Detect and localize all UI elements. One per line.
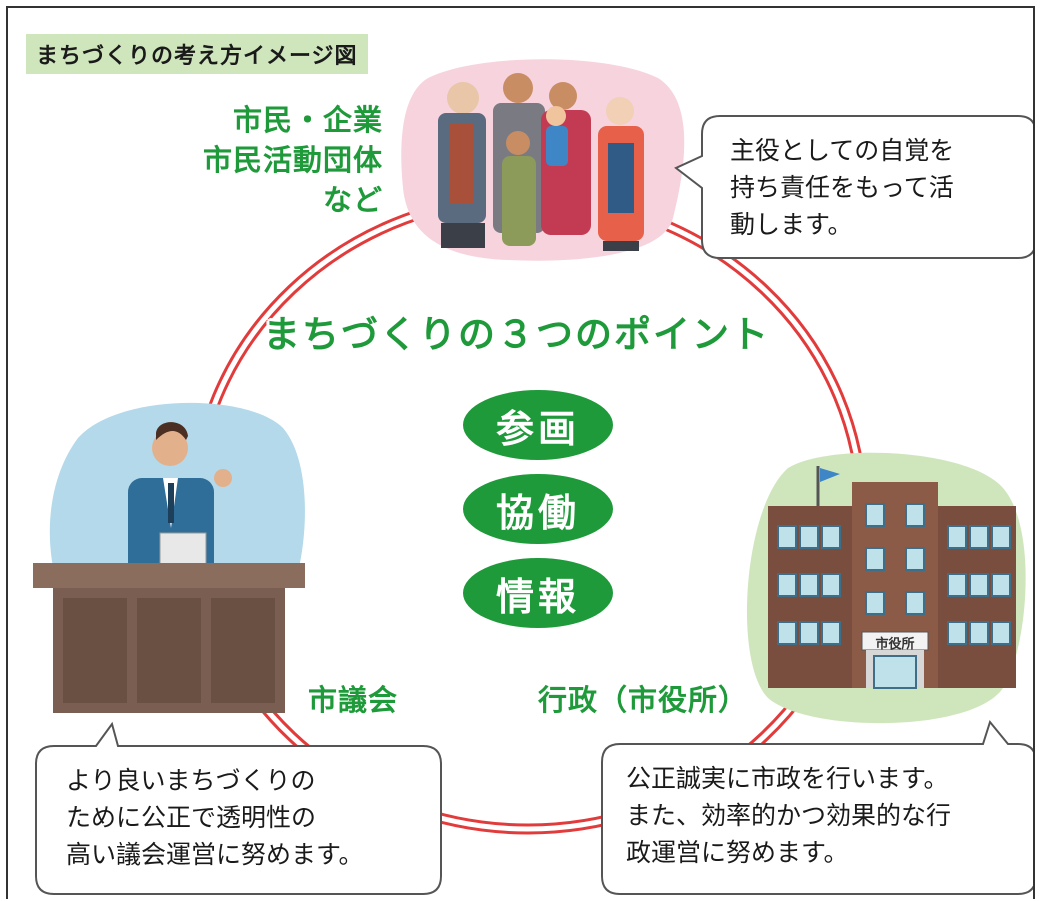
bubble-line: また、効率的かつ効果的な行 bbox=[626, 801, 952, 830]
council-label: 市議会 bbox=[308, 683, 399, 717]
point-information: 情報 bbox=[463, 558, 613, 628]
city-hall-illustration bbox=[746, 452, 1026, 724]
council-bubble-shape bbox=[35, 721, 442, 895]
council-bubble-text: より良いまちづくりの ために公正で透明性の 高い議会運営に努めます。 bbox=[66, 762, 364, 873]
city-hall-sign: 市役所 bbox=[875, 637, 915, 652]
citizens-label: 市民・企業 市民活動団体 など bbox=[128, 100, 383, 220]
citizens-bubble-shape bbox=[674, 115, 1033, 259]
bubble-line: 公正誠実に市政を行います。 bbox=[626, 764, 949, 793]
bubble-line: より良いまちづくりの bbox=[66, 766, 316, 795]
bubble-line: 政運営に努めます。 bbox=[626, 838, 849, 867]
admin-bubble-shape bbox=[601, 719, 1033, 895]
diagram-title: まちづくりの考え方イメージ図 bbox=[26, 34, 368, 74]
citizens-label-line: 市民活動団体 bbox=[202, 143, 383, 177]
diagram-frame: まちづくりの考え方イメージ図 市民・企業 市民活動団体 など 主役としての自覚を… bbox=[6, 6, 1035, 899]
bubble-line: 持ち責任をもって活 bbox=[730, 173, 954, 202]
admin-bubble-text: 公正誠実に市政を行います。 また、効率的かつ効果的な行 政運営に努めます。 bbox=[626, 760, 951, 871]
bubble-line: ために公正で透明性の bbox=[66, 803, 317, 832]
citizens-label-line: など bbox=[322, 183, 383, 217]
main-title: まちづくりの３つのポイント bbox=[263, 313, 770, 356]
diagram-canvas bbox=[33, 59, 1033, 895]
point-participation: 参画 bbox=[463, 390, 613, 460]
citizens-bubble-text: 主役としての自覚を 持ち責任をもって活 動します。 bbox=[730, 132, 954, 243]
bubble-line: 主役としての自覚を bbox=[730, 136, 955, 165]
administration-label: 行政（市役所） bbox=[538, 683, 749, 717]
bubble-line: 動します。 bbox=[730, 210, 853, 239]
council-illustration bbox=[33, 402, 305, 713]
bubble-line: 高い議会運営に努めます。 bbox=[66, 840, 364, 869]
citizens-illustration bbox=[401, 59, 685, 261]
point-collaboration: 協働 bbox=[463, 474, 613, 544]
citizens-label-line: 市民・企業 bbox=[232, 103, 383, 137]
